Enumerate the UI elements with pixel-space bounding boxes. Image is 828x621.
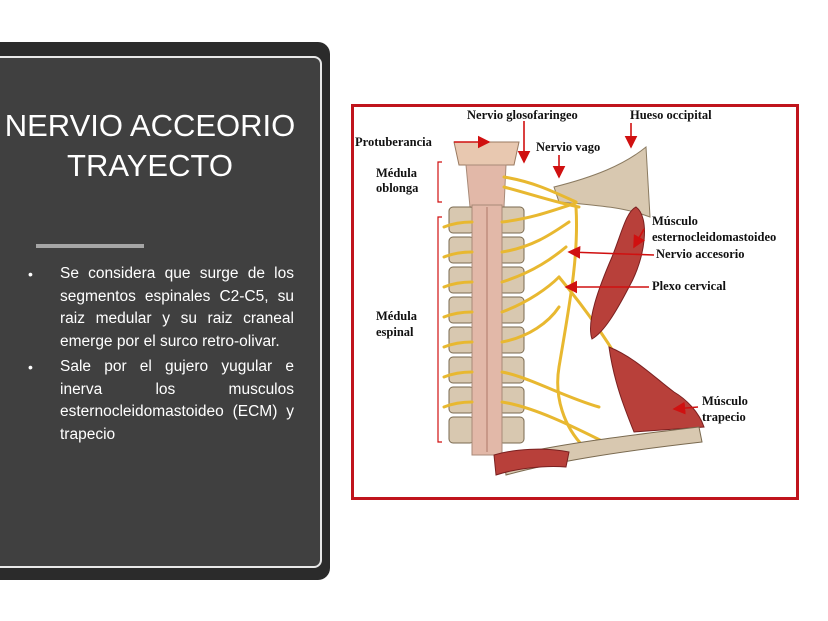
label-musculo-ecm-1: Músculo [652, 214, 698, 228]
anatomy-figure: Nervio glosofaringeo Hueso occipital Pro… [351, 104, 799, 500]
bullet-item: • Se considera que surge de los segmento… [28, 263, 294, 353]
bullet-list: • Se considera que surge de los segmento… [28, 263, 294, 449]
slide-title: NERVIO ACCEORIO TRAYECTO [0, 106, 300, 186]
trapezius-muscle [608, 346, 705, 433]
title-line-2: TRAYECTO [67, 148, 233, 183]
pons [453, 141, 520, 166]
text-panel: NERVIO ACCEORIO TRAYECTO • Se considera … [0, 56, 322, 568]
vertebrae [448, 206, 525, 444]
label-musculo-ecm-2: esternocleidomastoideo [652, 230, 777, 244]
ecm-muscle [590, 206, 645, 340]
label-plexo: Plexo cervical [652, 279, 726, 293]
label-trapecio-1: Músculo [702, 394, 748, 408]
medulla-oblonga [465, 164, 507, 208]
label-medula-espinal-2: espinal [376, 325, 414, 339]
label-medula-espinal-1: Médula [376, 309, 417, 323]
nerve-roots [442, 175, 641, 449]
bullet-marker: • [28, 266, 33, 282]
title-line-1: NERVIO ACCEORIO [4, 108, 296, 143]
label-vago: Nervio vago [536, 140, 601, 154]
label-medula-oblonga-1: Médula [376, 166, 417, 180]
label-trapecio-2: trapecio [702, 410, 746, 424]
label-brackets [437, 161, 442, 443]
anatomy-illustration [437, 121, 705, 476]
label-medula-oblonga-2: oblonga [376, 181, 419, 195]
label-occipital: Hueso occipital [630, 108, 712, 122]
label-protuberancia: Protuberancia [355, 135, 432, 149]
title-divider [36, 244, 144, 248]
occipital-bone [553, 145, 651, 218]
bullet-marker: • [28, 359, 33, 375]
label-glosofaringeo: Nervio glosofaringeo [467, 108, 578, 122]
bullet-text: Se considera que surge de los segmentos … [60, 265, 294, 350]
label-arrows [454, 121, 699, 415]
bullet-item: • Sale por el gujero yugular e inerva lo… [28, 356, 294, 446]
bullet-text: Sale por el gujero yugular e inerva los … [60, 358, 294, 443]
label-accesorio: Nervio accesorio [656, 247, 745, 261]
